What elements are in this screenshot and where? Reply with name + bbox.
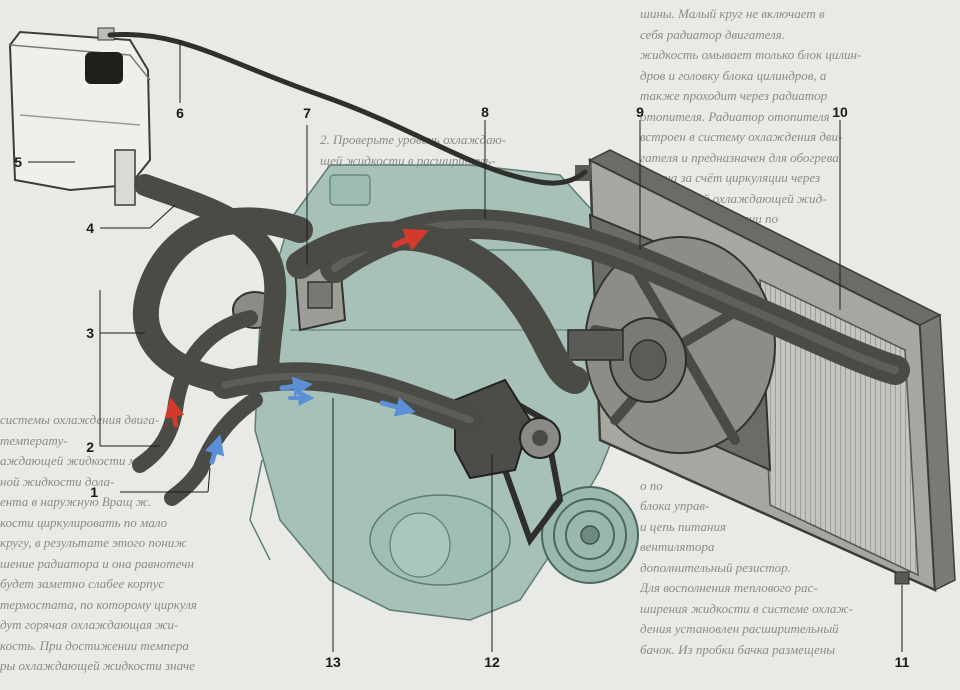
callout-11: 11 (895, 654, 910, 670)
leader-4b (149, 204, 176, 229)
flow-arrow-cool-pipe-1 (279, 376, 313, 397)
water-pump (454, 378, 561, 480)
callout-2: 2 (86, 439, 94, 455)
callout-6: 6 (176, 105, 184, 121)
callout-7: 7 (303, 105, 311, 121)
hose-1-heater-inlet (164, 392, 263, 506)
callout-13: 13 (325, 654, 341, 670)
callout-12: 12 (484, 654, 500, 670)
flow-arrow-hot-upper (392, 228, 429, 251)
callout-3: 3 (86, 325, 94, 341)
crankshaft-pulley (541, 486, 639, 584)
callout-8: 8 (481, 104, 489, 120)
drain-plug (894, 571, 910, 585)
flow-arrow-hot-heater (164, 397, 185, 428)
leader-1b (207, 467, 211, 493)
callout-9: 9 (636, 104, 644, 120)
flow-arrow-cool-pipe-3 (379, 397, 416, 417)
callout-10: 10 (832, 104, 848, 120)
hose-3-bypass-loop (132, 207, 313, 395)
engine-block (249, 164, 621, 621)
flow-arrows (164, 228, 429, 465)
leader-lines (28, 40, 903, 652)
hose-radiator-outlet (286, 221, 589, 394)
callout-1: 1 (90, 484, 98, 500)
expansion-tank (8, 27, 152, 206)
hose-6-vapour-tube (107, 31, 588, 186)
background-text-right-column: шины. Малый круг не включает в себя ради… (640, 6, 862, 657)
flow-arrow-cool-heater (204, 434, 225, 465)
callout-5: 5 (14, 154, 22, 170)
callout-labels: 1 2 3 4 5 6 7 8 9 10 11 12 13 (14, 104, 909, 670)
hose-4-tank-supply (134, 174, 287, 381)
callout-4: 4 (86, 220, 94, 236)
